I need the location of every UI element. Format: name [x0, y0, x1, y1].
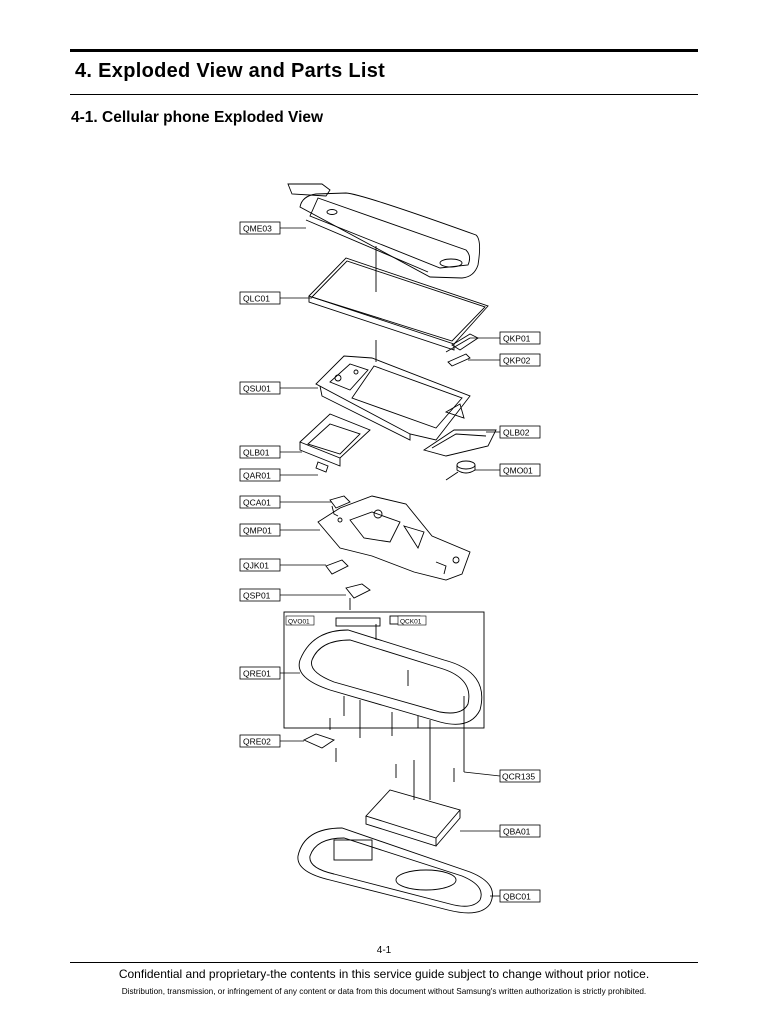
callout-labels: QME03 QLC01 QKP01 QKP02 QSU01 QLB02 QLB0…	[239, 221, 541, 903]
callout-qlb01: QLB01	[239, 445, 281, 459]
callout-label: QMP01	[243, 526, 272, 536]
callout-label: QKP02	[503, 356, 531, 366]
title-rule	[70, 94, 698, 95]
callout-label: QAR01	[243, 471, 271, 481]
callout-qkp01: QKP01	[499, 331, 541, 345]
callout-label: QSU01	[243, 384, 271, 394]
footer-rule	[70, 962, 698, 963]
callout-qcr135: QCR135	[499, 769, 541, 783]
callout-label: QCK01	[400, 619, 422, 626]
callout-label: QSP01	[243, 591, 271, 601]
callout-label: QCR135	[502, 772, 535, 782]
callout-label: QLC01	[243, 294, 270, 304]
page-number: 4-1	[376, 945, 392, 956]
callout-label: QBC01	[503, 892, 531, 902]
confidential-notice: Confidential and proprietary-the content…	[118, 967, 650, 981]
callout-qmo01: QMO01	[499, 463, 541, 477]
callout-qmp01: QMP01	[239, 523, 281, 537]
callout-label: QMO01	[503, 466, 533, 476]
callout-label: QKP01	[503, 334, 531, 344]
callout-qlb02: QLB02	[499, 425, 541, 439]
callout-qck01: QCK01	[397, 615, 427, 626]
callout-label: QLB01	[243, 448, 270, 458]
callout-qbc01: QBC01	[499, 889, 541, 903]
left-bracket-part	[299, 413, 371, 473]
callout-label: QJK01	[243, 561, 269, 571]
callout-qlc01: QLC01	[239, 291, 281, 305]
callout-qre02: QRE02	[239, 734, 281, 748]
camera-part	[329, 495, 351, 517]
callout-label: QBA01	[503, 827, 531, 837]
callout-qjk01: QJK01	[239, 558, 281, 572]
callout-qsp01: QSP01	[239, 588, 281, 602]
callout-qkp02: QKP02	[499, 353, 541, 367]
page-title: 4. Exploded View and Parts List	[75, 60, 386, 82]
key-parts	[445, 333, 479, 367]
main-pba-part	[317, 495, 471, 581]
callout-qme03: QME03	[239, 221, 281, 235]
support-bracket-part	[315, 355, 471, 441]
callout-label: QCA01	[243, 498, 271, 508]
callout-qre01: QRE01	[239, 666, 281, 680]
callout-label: QVO01	[288, 619, 310, 626]
callout-qar01: QAR01	[239, 468, 281, 482]
callout-label: QLB02	[503, 428, 530, 438]
jack-speaker-parts	[325, 559, 371, 610]
callout-qba01: QBA01	[499, 824, 541, 838]
distribution-notice: Distribution, transmission, or infringem…	[121, 987, 647, 996]
callout-label: QRE02	[243, 737, 271, 747]
callout-qvo01: QVO01	[285, 615, 315, 626]
battery-part	[365, 760, 461, 847]
callout-qca01: QCA01	[239, 495, 281, 509]
callout-label: QME03	[243, 224, 272, 234]
small-board-screws-part	[302, 718, 455, 782]
callout-qsu01: QSU01	[239, 381, 281, 395]
right-bracket-part	[422, 429, 497, 481]
section-subtitle: 4-1. Cellular phone Exploded View	[71, 109, 324, 126]
front-window-part	[287, 183, 481, 292]
callout-label: QRE01	[243, 669, 271, 679]
battery-cover-part	[297, 827, 493, 914]
top-rule	[70, 49, 698, 52]
lcd-part	[308, 257, 489, 362]
